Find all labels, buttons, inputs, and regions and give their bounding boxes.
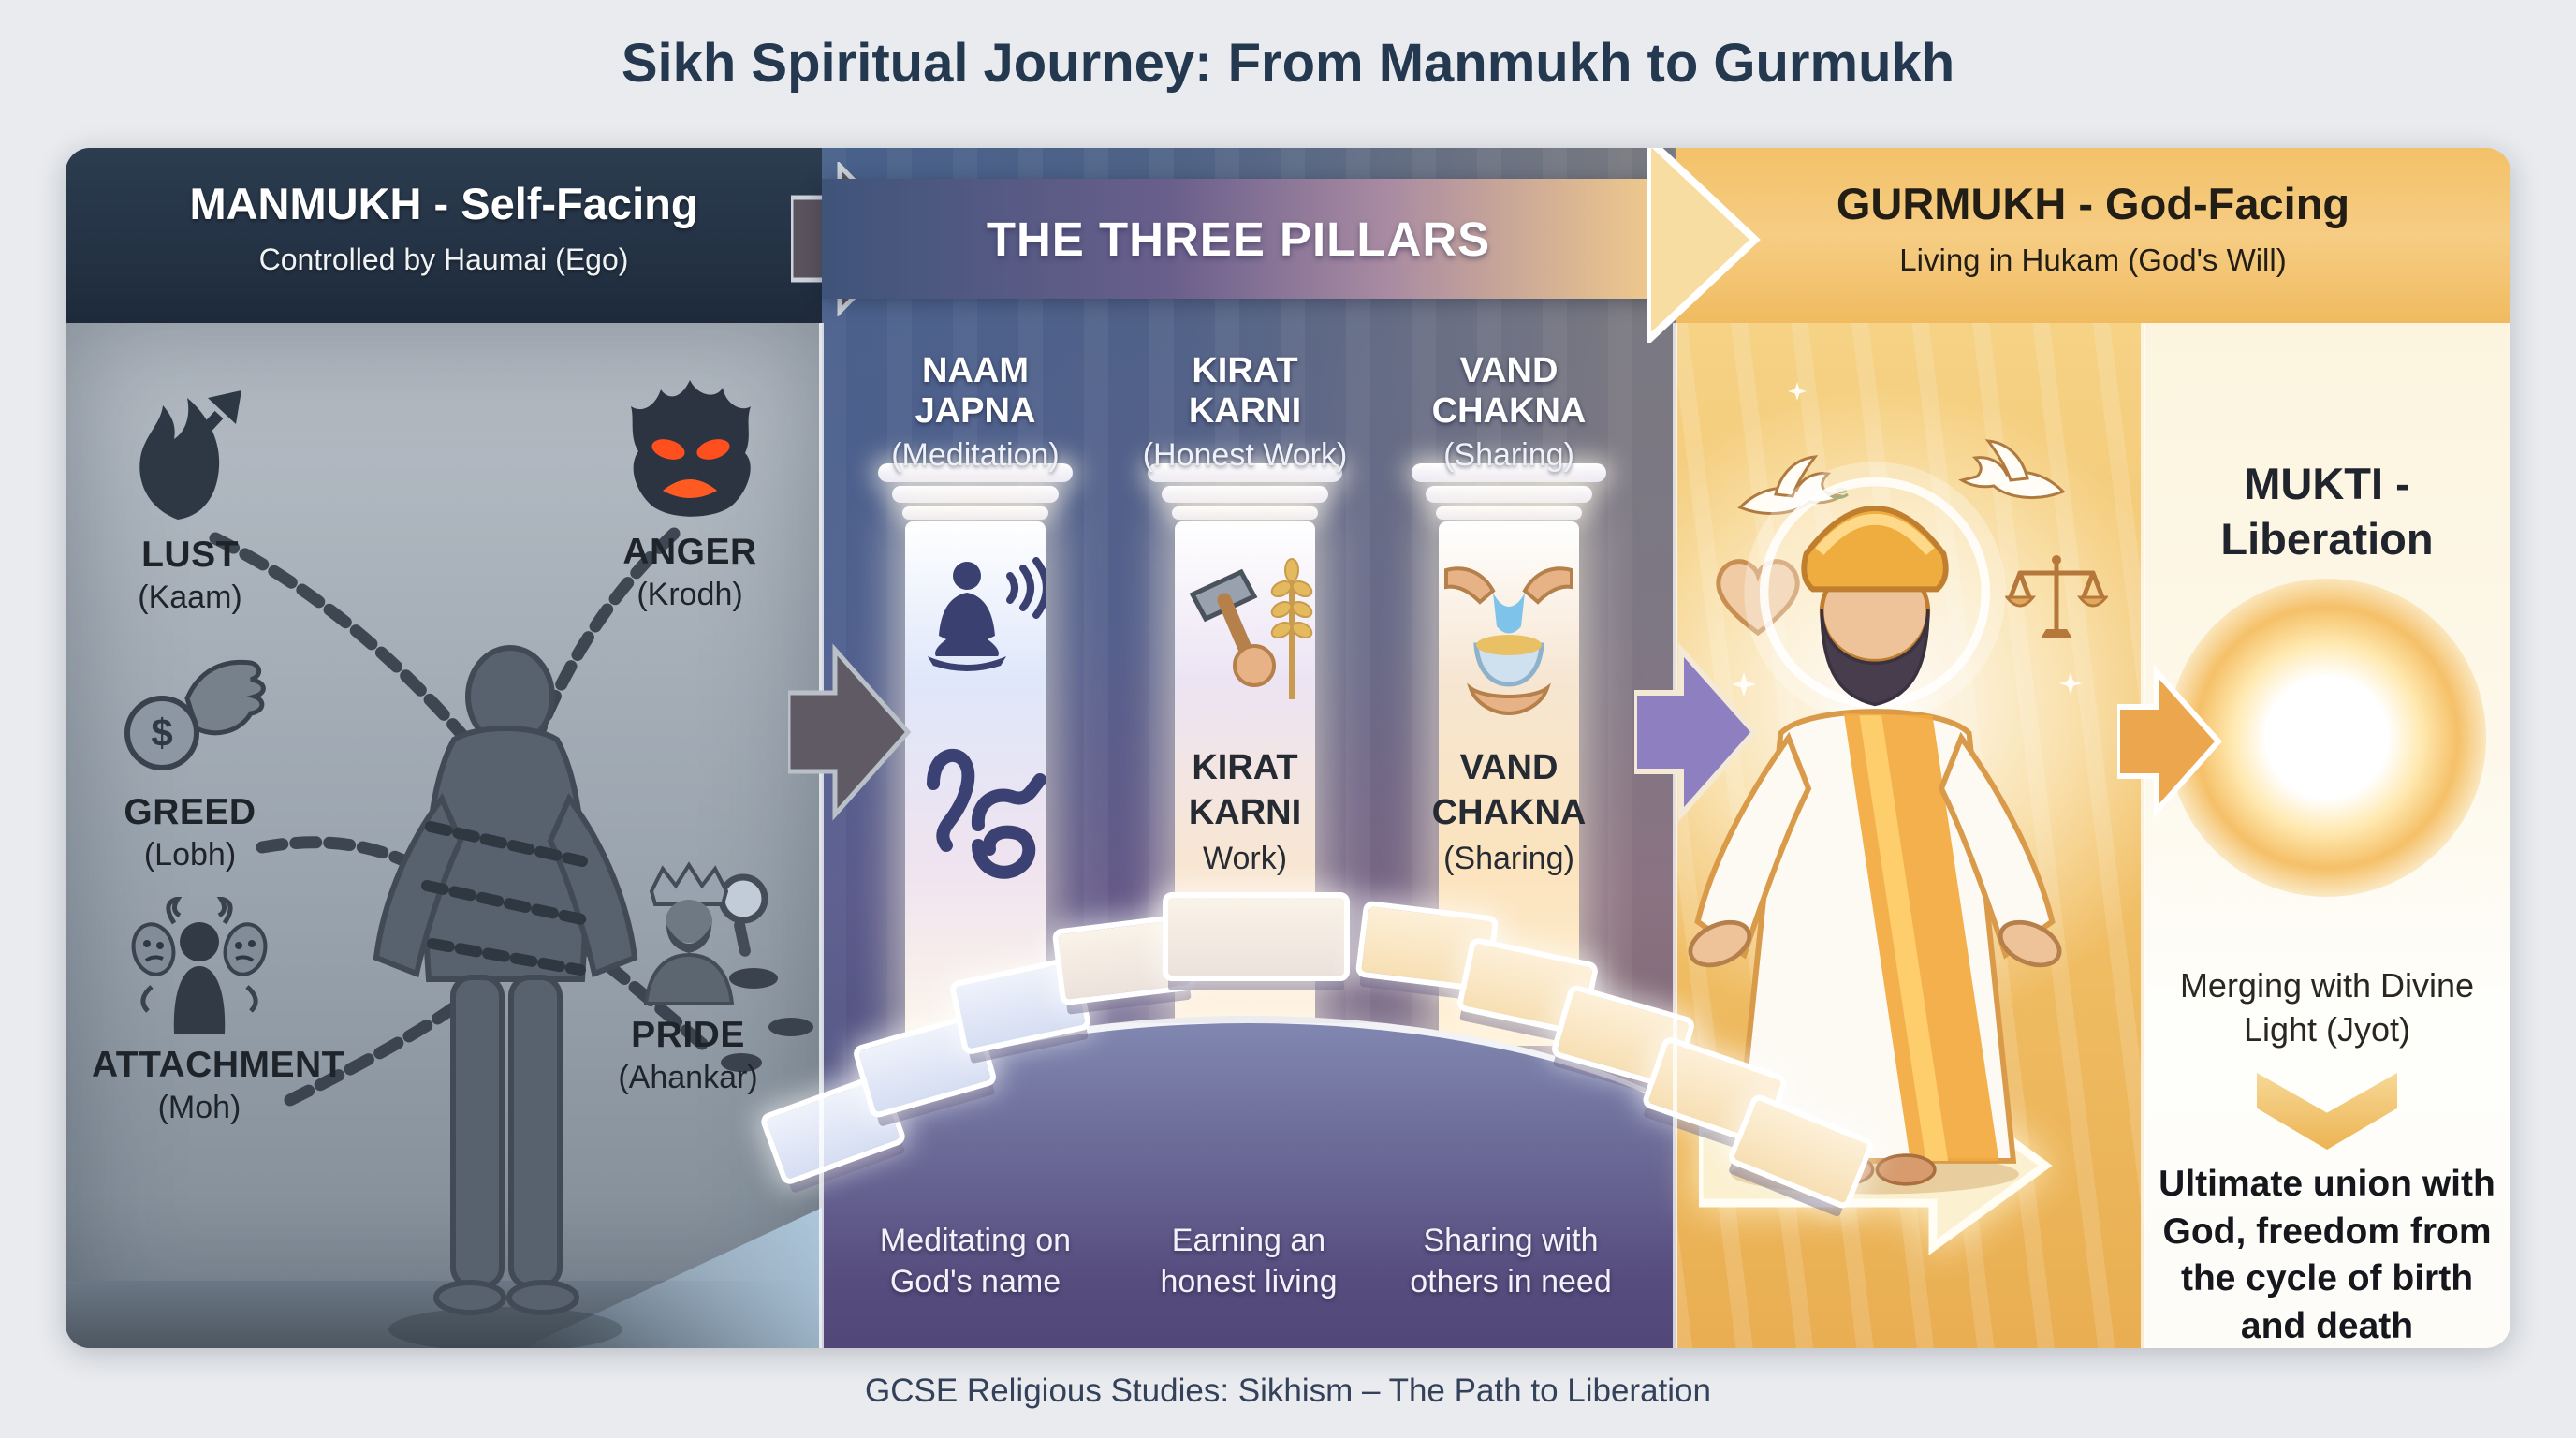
merging-text: Merging with Divine Light (Jyot) (2179, 966, 2475, 1049)
meditating-person-icon (928, 557, 1046, 671)
manmukh-floor-light (522, 1208, 822, 1348)
vice-term: (Moh) (157, 1090, 242, 1125)
page-title: Sikh Spiritual Journey: From Manmukh to … (621, 33, 1955, 94)
masks-and-vines-icon (131, 897, 268, 1034)
panel-manmukh: LUST (Kaam) ANGER (Krodh) $ (66, 148, 822, 1348)
footer-caption: GCSE Religious Studies: Sikhism – The Pa… (865, 1372, 1711, 1409)
vice-anger: ANGER (Krodh) (582, 374, 798, 613)
divine-light-sun (2168, 579, 2486, 897)
manmukh-subheading: Controlled by Haumai (Ego) (258, 242, 629, 276)
pillar-name: NAAM JAPNA (915, 351, 1036, 431)
vice-lust: LUST (Kaam) (82, 377, 298, 616)
king-with-mirror-icon (643, 861, 768, 1005)
pillar-translation: (Honest Work) (1142, 437, 1348, 473)
hammer-and-wheat-icon (1189, 558, 1313, 699)
hand-coin-icon: $ (124, 659, 266, 770)
panel-separator (2141, 323, 2145, 1348)
pillar-caption: Meditating on God's name (879, 1223, 1072, 1300)
pillar-translation: (Sharing) (1443, 437, 1574, 473)
pillars-to-gurmukh-arrow-icon (1634, 642, 1759, 822)
pillar-name: VAND CHAKNA (1431, 351, 1587, 431)
bridge-stone (1163, 892, 1350, 981)
pillars-heading: THE THREE PILLARS (986, 212, 1491, 266)
manmukh-header: MANMUKH - Self-Facing Controlled by Haum… (66, 148, 822, 323)
vice-pride: PRIDE (Ahankar) (580, 858, 796, 1096)
pillar-label: VAND CHAKNA (Sharing) (1397, 351, 1621, 474)
pillar-caption: Earning an honest living (1160, 1223, 1338, 1300)
vice-label: GREED (124, 792, 256, 832)
gurmukh-header: GURMUKH - God-Facing Living in Hukam (Go… (1676, 148, 2510, 323)
gurmukh-heading: GURMUKH - God-Facing (1836, 179, 2350, 228)
scales-icon (2005, 555, 2108, 638)
manmukh-to-pillars-arrow-icon (788, 643, 912, 821)
vice-label: LUST (141, 535, 239, 575)
gurmukh-to-mukti-arrow-icon (2117, 665, 2223, 818)
vice-greed: $ GREED (Lobh) (82, 644, 298, 873)
manmukh-heading: MANMUKH - Self-Facing (189, 179, 698, 228)
panel-mukti: MUKTI - Liberation Merging with Divine L… (2144, 148, 2510, 1348)
mukti-heading: MUKTI - Liberation (2220, 459, 2434, 564)
flame-arrow-icon (139, 390, 242, 520)
heart-icon (1716, 559, 1800, 637)
pillar-name: KIRAT KARNI (1188, 351, 1302, 431)
vice-term: (Ahankar) (618, 1060, 758, 1095)
angry-flame-face-icon (631, 380, 751, 517)
infographic-canvas: LUST (Kaam) ANGER (Krodh) $ (66, 148, 2510, 1348)
vice-attachment: ATTACHMENT (Moh) (92, 897, 345, 1126)
pillar-label: KIRAT KARNI (Honest Work) (1133, 351, 1357, 474)
gold-arrow-head-icon (1647, 148, 1761, 343)
ik-onkar-symbol (927, 749, 1046, 879)
coin-dollar-text: $ (151, 711, 172, 755)
pillar-caption: Sharing with others in need (1410, 1223, 1612, 1300)
dove-icon (1958, 439, 2066, 500)
ultimate-union-text: Ultimate union with God, freedom from th… (2159, 1164, 2496, 1347)
pillar-inner-text: KIRAT KARNI Work) (1188, 748, 1302, 876)
pillar-naam-japna: NAAM JAPNA (Meditation) (863, 323, 1088, 1166)
panel-separator (1673, 323, 1677, 1348)
pillar-translation: (Meditation) (891, 437, 1060, 473)
vice-label: ANGER (622, 532, 757, 572)
gurmukh-subheading: Living in Hukam (God's Will) (1899, 242, 2287, 277)
vice-term: (Lobh) (143, 837, 237, 873)
chevron-down-icon (2257, 1073, 2397, 1150)
pillar-label: NAAM JAPNA (Meditation) (863, 351, 1088, 474)
vice-label: PRIDE (631, 1015, 745, 1055)
sharing-hands-bowl-icon (1444, 566, 1573, 716)
panel-pillars: NAAM JAPNA (Meditation) (822, 148, 1676, 1348)
pillars-header-band: THE THREE PILLARS (822, 179, 1655, 299)
pillar-inner-text: VAND CHAKNA (Sharing) (1431, 748, 1587, 876)
vice-label: ATTACHMENT (92, 1045, 345, 1085)
vice-term: (Kaam) (138, 580, 242, 615)
panel-separator (819, 323, 824, 1348)
vice-term: (Krodh) (637, 577, 743, 612)
